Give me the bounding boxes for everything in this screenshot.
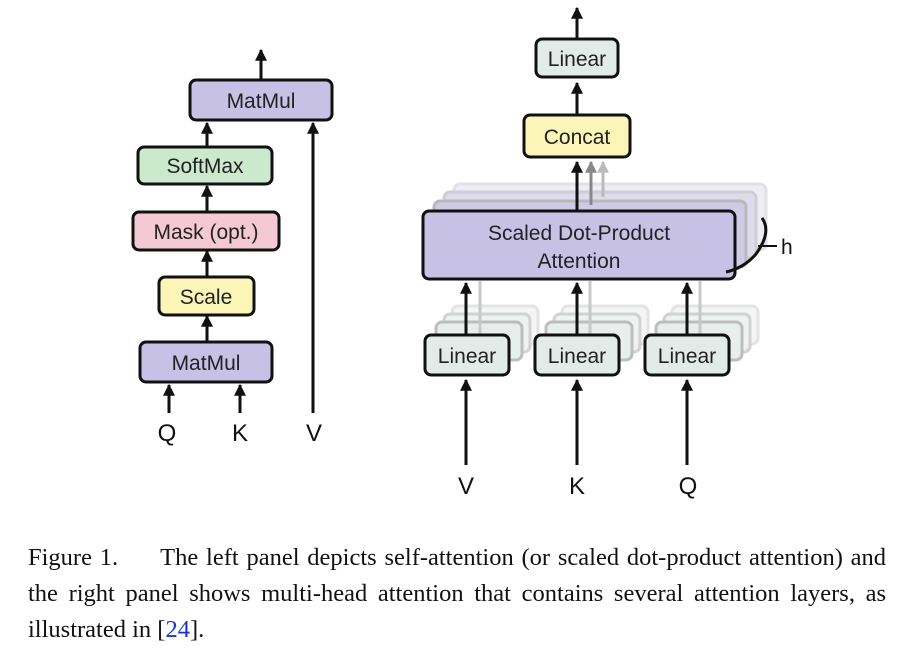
matmul-top-box: MatMul: [188, 78, 334, 122]
linear-v-box: Linear: [423, 333, 511, 377]
concat-box: Concat: [522, 113, 632, 159]
mask-box: Mask (opt.): [131, 210, 281, 252]
mask-rect: [131, 210, 281, 252]
caption-end: ].: [189, 616, 205, 643]
scale-rect: [157, 275, 256, 317]
linear-top-rect: [534, 37, 620, 79]
softmax-box: SoftMax: [136, 145, 274, 186]
figure-label: Figure 1.: [28, 544, 119, 571]
right-arrows: [460, 6, 693, 465]
linear-top-label: Linear: [548, 48, 606, 71]
linear-v-label: Linear: [438, 345, 496, 368]
right-input-k: K: [569, 473, 585, 500]
linear-q-rect: [643, 333, 731, 377]
concat-label: Concat: [544, 126, 611, 149]
linear-k-rect: [533, 333, 621, 377]
mask-label: Mask (opt.): [153, 221, 258, 244]
attention-label-line1: Scaled Dot-Product: [488, 222, 670, 245]
linear-q-label: Linear: [658, 345, 716, 368]
matmul-top-label: MatMul: [227, 90, 296, 113]
left-input-v: V: [306, 420, 322, 447]
right-panel: Linear Concat Scaled Dot-Product Attenti…: [421, 6, 793, 500]
caption-text: The left panel depicts self-attention (o…: [28, 544, 887, 643]
left-panel: MatMul SoftMax Mask (opt.) Scale MatMul …: [131, 48, 334, 447]
right-input-v: V: [458, 473, 474, 500]
matmul-bottom-label: MatMul: [172, 352, 241, 375]
heads-label: h: [781, 236, 793, 259]
linear-k-label: Linear: [548, 345, 606, 368]
matmul-bottom-box: MatMul: [138, 340, 274, 384]
matmul-top-rect: [188, 78, 334, 122]
attention-label-line2: Attention: [538, 250, 621, 273]
heads-bracket: h: [725, 217, 793, 274]
right-input-q: Q: [679, 473, 698, 500]
scale-box: Scale: [157, 275, 256, 317]
softmax-rect: [136, 145, 274, 186]
concat-rect: [522, 113, 632, 159]
figure-caption: Figure 1.The left panel depicts self-att…: [28, 540, 886, 648]
left-input-k: K: [232, 420, 248, 447]
linear-v-rect: [423, 333, 511, 377]
linear-top-box: Linear: [534, 37, 620, 79]
linear-k-box: Linear: [533, 333, 621, 377]
softmax-label: SoftMax: [166, 155, 244, 178]
left-input-q: Q: [158, 420, 177, 447]
attention-diagram: MatMul SoftMax Mask (opt.) Scale MatMul …: [131, 6, 793, 500]
right-shadow-arrows: [478, 160, 702, 334]
scale-label: Scale: [180, 286, 233, 309]
linear-q-box: Linear: [643, 333, 731, 377]
matmul-bottom-rect: [138, 340, 274, 384]
citation-link[interactable]: 24: [165, 616, 190, 643]
attention-rect: [421, 209, 737, 281]
attention-box: Scaled Dot-Product Attention: [421, 209, 737, 281]
